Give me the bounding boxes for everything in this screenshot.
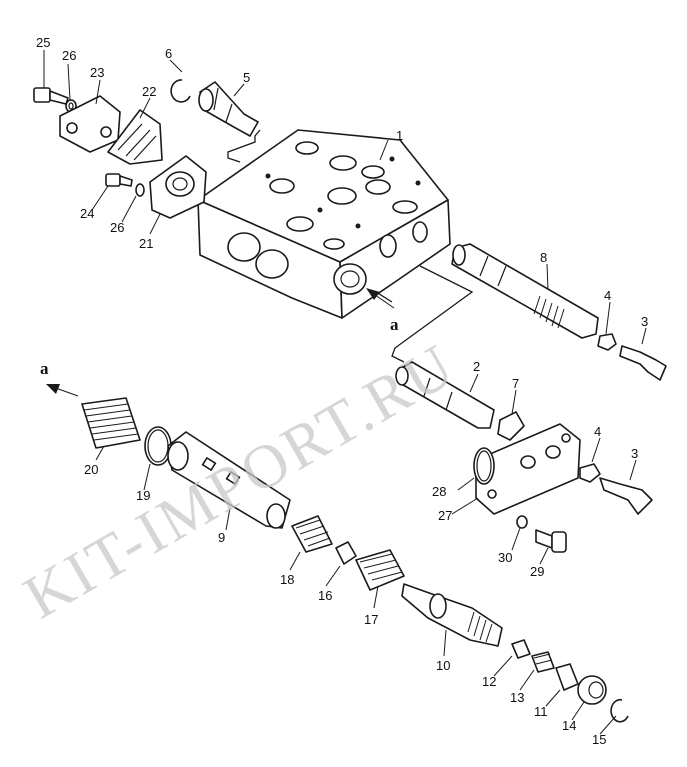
- watermark: KIT-IMPORT.RU: [13, 331, 467, 632]
- label-24: 24: [80, 206, 94, 221]
- label-23: 23: [90, 65, 104, 80]
- label-6: 6: [165, 46, 172, 61]
- label-12: 12: [482, 674, 496, 689]
- label-8: 8: [540, 250, 547, 265]
- a-label-left: a: [40, 359, 49, 378]
- lever-3-lower: [599, 477, 653, 515]
- label-17: 17: [364, 612, 378, 627]
- a-label-top: a: [390, 315, 399, 334]
- part-numbers: 1 25 26 23 22 6 5 21 24 26 8 4 3 2 7 4 3…: [36, 35, 648, 747]
- label-30: 30: [498, 550, 512, 565]
- label-9: 9: [218, 530, 225, 545]
- label-10: 10: [436, 658, 450, 673]
- spring-17: [355, 549, 405, 591]
- valve-body: [197, 129, 451, 319]
- label-11: 11: [534, 704, 548, 719]
- label-27: 27: [438, 508, 452, 523]
- lever-3-upper: [619, 345, 667, 381]
- spool-5: [198, 81, 259, 137]
- label-1: 1: [396, 128, 403, 143]
- a-marker-left: a: [40, 359, 79, 397]
- a-marker-top: a: [366, 288, 399, 334]
- stopper-11: [555, 663, 579, 691]
- label-7: 7: [512, 376, 519, 391]
- label-15: 15: [592, 732, 606, 747]
- label-5: 5: [243, 70, 250, 85]
- spring-20: [81, 397, 141, 449]
- label-18: 18: [280, 572, 294, 587]
- cover-27: [475, 423, 581, 515]
- piston-16: [335, 541, 357, 565]
- label-19: 19: [136, 488, 150, 503]
- washer-26-lower: [135, 183, 145, 197]
- spring-18: [291, 515, 333, 553]
- cap-14: [577, 675, 607, 705]
- cover-21: [149, 155, 207, 219]
- spring-seat-12: [511, 639, 531, 659]
- bolt-29: [535, 529, 567, 553]
- bolt-24: [105, 173, 133, 187]
- label-2: 2: [473, 359, 480, 374]
- spool-2: [395, 361, 495, 429]
- label-3-upper: 3: [641, 314, 648, 329]
- spring-13: [531, 651, 555, 673]
- washer-30: [516, 515, 528, 529]
- nut-4-upper: [597, 333, 617, 351]
- bolt-25: [33, 87, 69, 105]
- label-14: 14: [562, 718, 576, 733]
- spool-10: [401, 583, 503, 647]
- snap-ring-6: [170, 79, 191, 103]
- label-22: 22: [142, 84, 156, 99]
- label-21: 21: [139, 236, 153, 251]
- detent-plate-22: [107, 109, 163, 165]
- label-25: 25: [36, 35, 50, 50]
- label-26-top: 26: [62, 48, 76, 63]
- label-28: 28: [432, 484, 446, 499]
- o-ring-28: [473, 447, 495, 485]
- leader-lines: [43, 50, 647, 735]
- label-4-upper: 4: [604, 288, 611, 303]
- label-26-lower: 26: [110, 220, 124, 235]
- label-3-lower: 3: [631, 446, 638, 461]
- label-20: 20: [84, 462, 98, 477]
- label-29: 29: [530, 564, 544, 579]
- plate-23: [59, 95, 121, 153]
- label-4-lower: 4: [594, 424, 601, 439]
- label-13: 13: [510, 690, 524, 705]
- o-ring-19: [144, 426, 172, 466]
- plug-7: [497, 411, 525, 441]
- label-16: 16: [318, 588, 332, 603]
- sleeve-9: [167, 431, 291, 529]
- spool-8: [451, 243, 599, 339]
- nut-4-lower: [579, 463, 601, 483]
